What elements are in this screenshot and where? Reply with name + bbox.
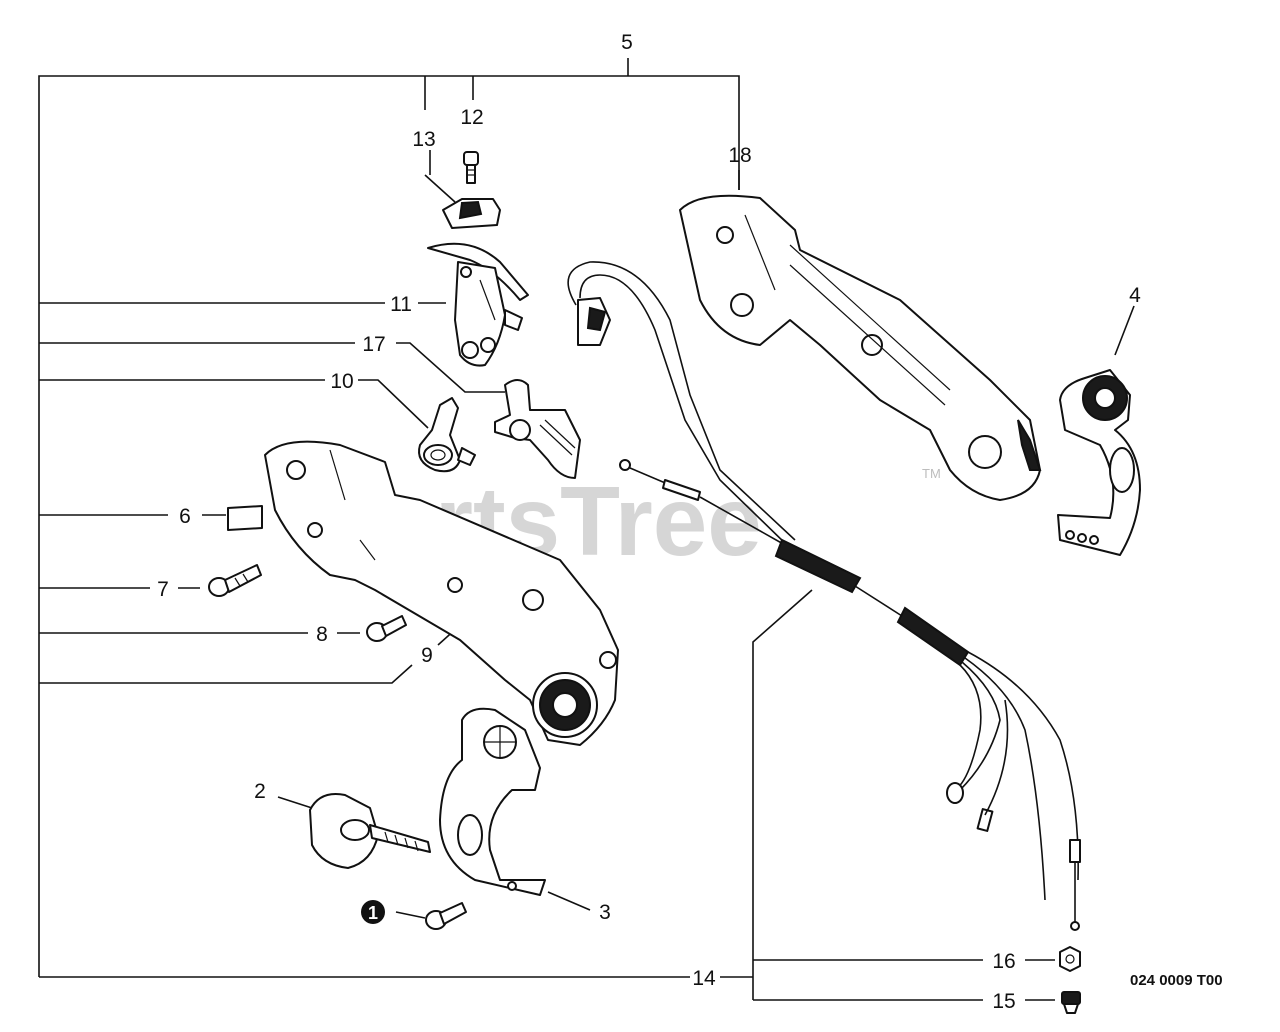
part-2-knob-bolt [309,793,431,869]
callout-6: 6 [179,505,191,528]
callout-17: 17 [362,333,385,356]
part-8-screw [366,615,407,642]
part-4-clamp [1057,369,1141,556]
assembly-bracket-lines [38,58,1135,1001]
part-14-cable-assembly [619,459,1081,931]
callout-4: 4 [1129,284,1141,307]
callout-11: 11 [390,293,412,316]
callout-10: 10 [330,370,353,393]
part-1-screw [425,902,467,930]
callout-18: 18 [728,144,751,167]
callout-5: 5 [621,31,633,54]
part-16-nut [1059,946,1081,972]
callout-2: 2 [254,780,266,803]
callout-3: 3 [599,901,611,924]
part-12-screw [463,151,479,184]
part-18-handle-right [679,194,1042,501]
callout-1-badge [361,900,385,924]
part-17-trigger [494,379,581,479]
part-7-screw [208,564,262,597]
part-9-gear [532,672,598,738]
callout-1: 1 [368,903,378,923]
part-9-handle-left [264,440,619,746]
watermark-trademark: TM [922,466,941,481]
stop-switch [567,261,796,549]
figure-code: 024 0009 T00 [1130,972,1223,989]
callout-14: 14 [692,967,716,990]
callout-7: 7 [157,578,169,601]
callout-15: 15 [992,990,1015,1013]
part-6-label [227,505,263,531]
part-13-clip [442,198,501,229]
callout-12: 12 [460,106,483,129]
part-3-clamp [439,707,546,896]
callout-9: 9 [421,644,433,667]
callout-16: 16 [992,950,1015,973]
callout-labels: 1 2 3 4 5 6 7 8 9 10 11 12 13 14 15 16 1… [157,31,1141,1013]
part-10-lever [418,397,476,473]
callout-13: 13 [412,128,435,151]
part-15-grommet [1061,991,1081,1014]
callout-8: 8 [316,623,328,646]
part-11-throttle-lever [427,242,529,367]
